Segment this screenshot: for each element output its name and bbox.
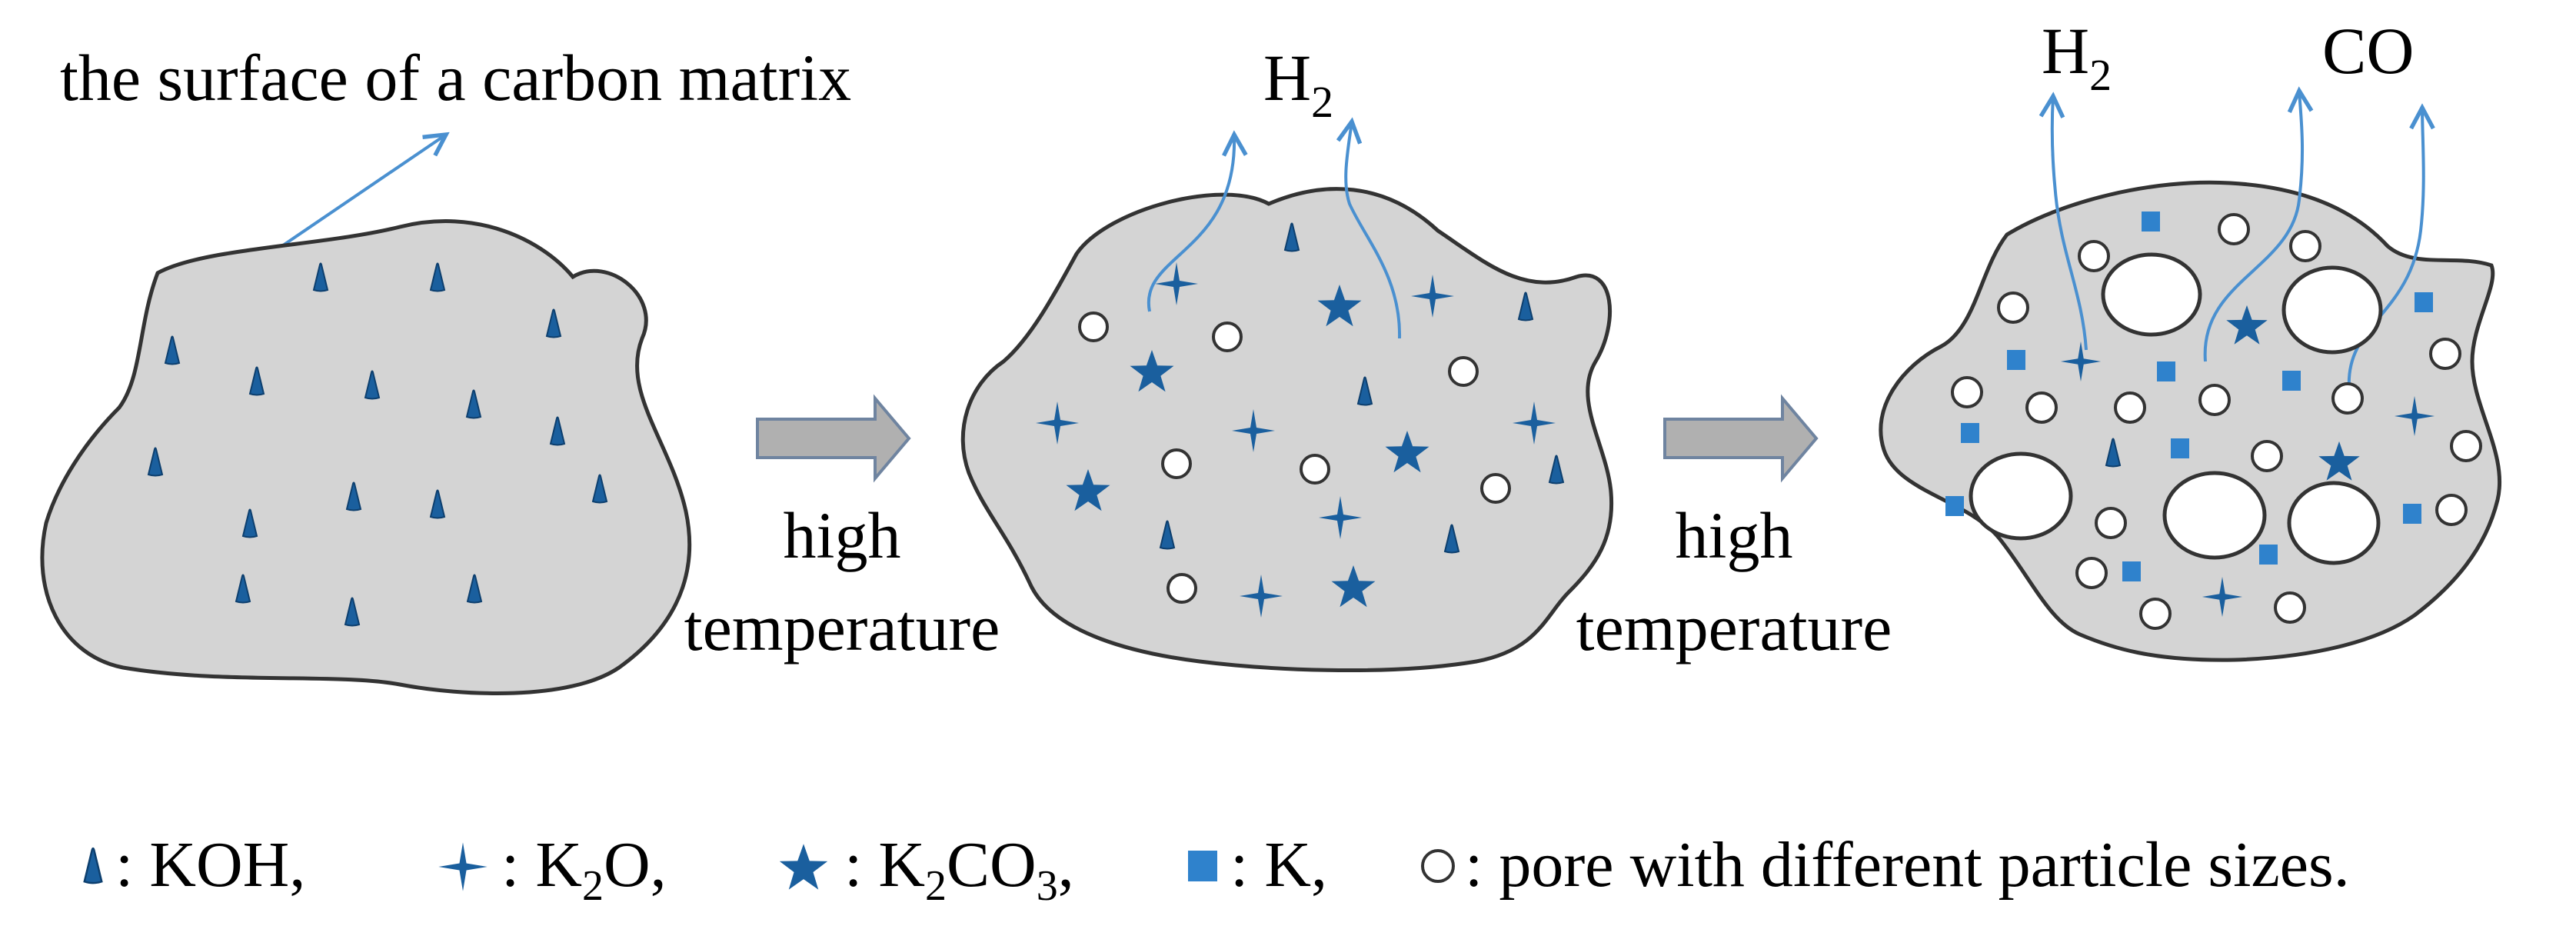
panel-intermediate: H2 xyxy=(960,41,1614,673)
square-marker-icon xyxy=(2171,438,2189,458)
circle-pore-icon xyxy=(2078,240,2110,272)
circle-pore-icon xyxy=(2274,591,2306,624)
circle-pore-icon xyxy=(2435,494,2468,526)
legend-item-koh: : KOH, xyxy=(83,829,305,901)
right-arrow-icon xyxy=(1663,394,1819,483)
circle-pore-icon xyxy=(2287,481,2381,565)
circle-pore-icon xyxy=(2251,440,2283,472)
circle-pore-icon xyxy=(2095,507,2127,539)
circle-pore-icon xyxy=(1969,451,2073,541)
square-marker-icon xyxy=(2403,504,2421,524)
legend-item-k2o: : K2O, xyxy=(438,829,667,910)
circle-pore-icon xyxy=(2101,252,2202,337)
four-point-star-icon xyxy=(438,842,488,891)
small-pores-panel3 xyxy=(1951,213,2482,630)
panel-initial: the surface of a carbon matrix xyxy=(40,41,851,695)
gas-flow-arrow xyxy=(2052,96,2088,351)
arrow1-label-line2: temperature xyxy=(684,591,1000,665)
legend-item-k2co3: : K2CO3, xyxy=(779,829,1074,910)
legend-k2o-label: : K2O, xyxy=(501,829,667,910)
k-markers-panel3 xyxy=(1945,212,2433,581)
pores-panel2 xyxy=(1078,311,1511,604)
circle-pore-icon xyxy=(1448,356,1479,387)
arrow2-label-line2: temperature xyxy=(1576,591,1892,665)
co-label-panel3: CO xyxy=(2322,14,2414,88)
circle-pore-icon xyxy=(2075,557,2108,589)
gas-flow-arrow xyxy=(1346,122,1402,339)
large-pores-panel3 xyxy=(1969,252,2383,565)
circle-pore-icon xyxy=(2331,382,2364,415)
circle-pore-icon xyxy=(2289,230,2321,262)
circle-pore-icon xyxy=(2114,391,2146,424)
circle-pore-icon xyxy=(2025,391,2058,424)
h2-label-panel2: H2 xyxy=(1263,41,1333,127)
five-point-star-icon xyxy=(779,844,828,890)
circle-pore-icon xyxy=(2281,265,2383,355)
legend-k-label: : K, xyxy=(1230,829,1327,901)
circle-pore-icon xyxy=(1300,454,1330,485)
square-marker-icon xyxy=(2007,350,2025,370)
square-marker-icon xyxy=(2415,292,2433,312)
circle-pore-icon xyxy=(2198,384,2231,416)
arrow2-label-line1: high xyxy=(1676,498,1793,572)
circle-pore-icon xyxy=(2139,598,2172,630)
carbon-matrix-initial xyxy=(40,219,692,695)
carbon-matrix-final xyxy=(1879,180,2502,662)
circle-pore-icon xyxy=(1951,376,1983,408)
circle-pore-icon xyxy=(2450,430,2482,462)
gas-flow-arrow xyxy=(2203,91,2302,362)
circle-pore-icon xyxy=(2162,471,2267,560)
circle-pore-icon xyxy=(2218,213,2250,245)
legend: : KOH, : K2O, : K2CO3, : K, : pore with … xyxy=(83,829,2350,910)
square-marker-icon xyxy=(2142,212,2160,232)
square-marker-icon xyxy=(2122,561,2141,581)
process-arrow-1: high temperature xyxy=(684,394,1000,665)
legend-pore-label: : pore with different particle sizes. xyxy=(1465,829,2350,901)
h2-gas-flow-panel2 xyxy=(1147,122,1402,339)
square-marker-icon xyxy=(1188,851,1217,881)
arrow1-label-line1: high xyxy=(784,498,901,572)
surface-label: the surface of a carbon matrix xyxy=(60,41,851,115)
right-arrow-icon xyxy=(756,394,911,483)
legend-koh-label: : KOH, xyxy=(115,829,305,901)
panel-final: H2 CO xyxy=(1879,14,2502,662)
legend-item-k: : K, xyxy=(1188,829,1327,901)
square-marker-icon xyxy=(2282,371,2301,391)
legend-item-pore: : pore with different particle sizes. xyxy=(1421,829,2350,901)
legend-k2co3-label: : K2CO3, xyxy=(844,829,1074,910)
circle-pore-icon xyxy=(1078,311,1109,342)
process-arrow-2: high temperature xyxy=(1576,394,1892,665)
circle-pore-icon xyxy=(1167,573,1197,604)
gas-flow-arrow xyxy=(1147,135,1234,312)
circle-pore-icon xyxy=(1997,291,2029,324)
carbon-matrix-intermediate xyxy=(960,187,1614,673)
square-marker-icon xyxy=(1961,423,1979,443)
circle-pore-icon xyxy=(1421,849,1455,883)
square-marker-icon xyxy=(2259,545,2278,565)
square-marker-icon xyxy=(1945,496,1964,516)
circle-pore-icon xyxy=(1161,448,1192,479)
circle-pore-icon xyxy=(2429,338,2461,370)
circle-pore-icon xyxy=(1212,321,1243,352)
square-marker-icon xyxy=(2157,361,2175,381)
triangle-marker-icon xyxy=(83,847,103,884)
circle-pore-icon xyxy=(1480,473,1511,504)
h2-label-panel3: H2 xyxy=(2042,14,2112,100)
